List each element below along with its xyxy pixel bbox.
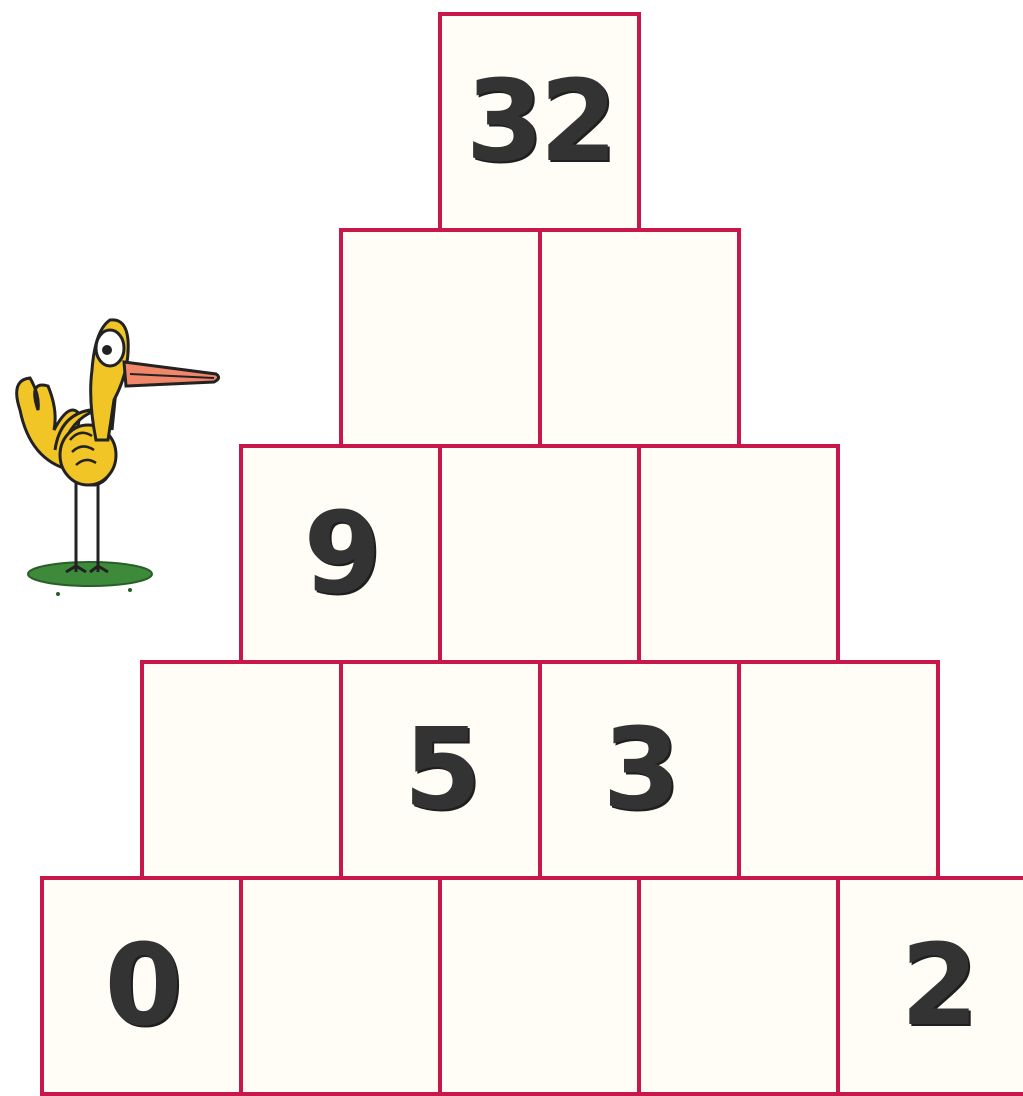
pyramid-number: 2 [901, 930, 975, 1042]
pyramid-number: 3 [603, 714, 677, 826]
pyramid-cell-r5-c1[interactable]: 0 [40, 876, 243, 1096]
pyramid-cell-r5-c2[interactable] [239, 876, 442, 1096]
pyramid-cell-r5-c5[interactable]: 2 [836, 876, 1023, 1096]
pyramid-cell-r4-c4[interactable] [737, 660, 940, 880]
pyramid-number: 0 [105, 930, 179, 1042]
pyramid-cell-r2-c2[interactable] [538, 228, 741, 448]
pyramid-cell-r3-c3[interactable] [637, 444, 840, 664]
pyramid-number: 5 [404, 714, 478, 826]
pyramid-number: 32 [466, 66, 614, 178]
pyramid-cell-r4-c1[interactable] [140, 660, 343, 880]
pyramid-cell-r2-c1[interactable] [339, 228, 542, 448]
pyramid-cell-r4-c3[interactable]: 3 [538, 660, 741, 880]
pyramid-cell-r4-c2[interactable]: 5 [339, 660, 542, 880]
pyramid-cell-r5-c4[interactable] [637, 876, 840, 1096]
pyramid-cell-r5-c3[interactable] [438, 876, 641, 1096]
pyramid-number: 9 [304, 498, 378, 610]
pyramid-cell-r3-c1[interactable]: 9 [239, 444, 442, 664]
pyramid-cell-r1-c1[interactable]: 32 [438, 12, 641, 232]
pyramid-cell-r3-c2[interactable] [438, 444, 641, 664]
